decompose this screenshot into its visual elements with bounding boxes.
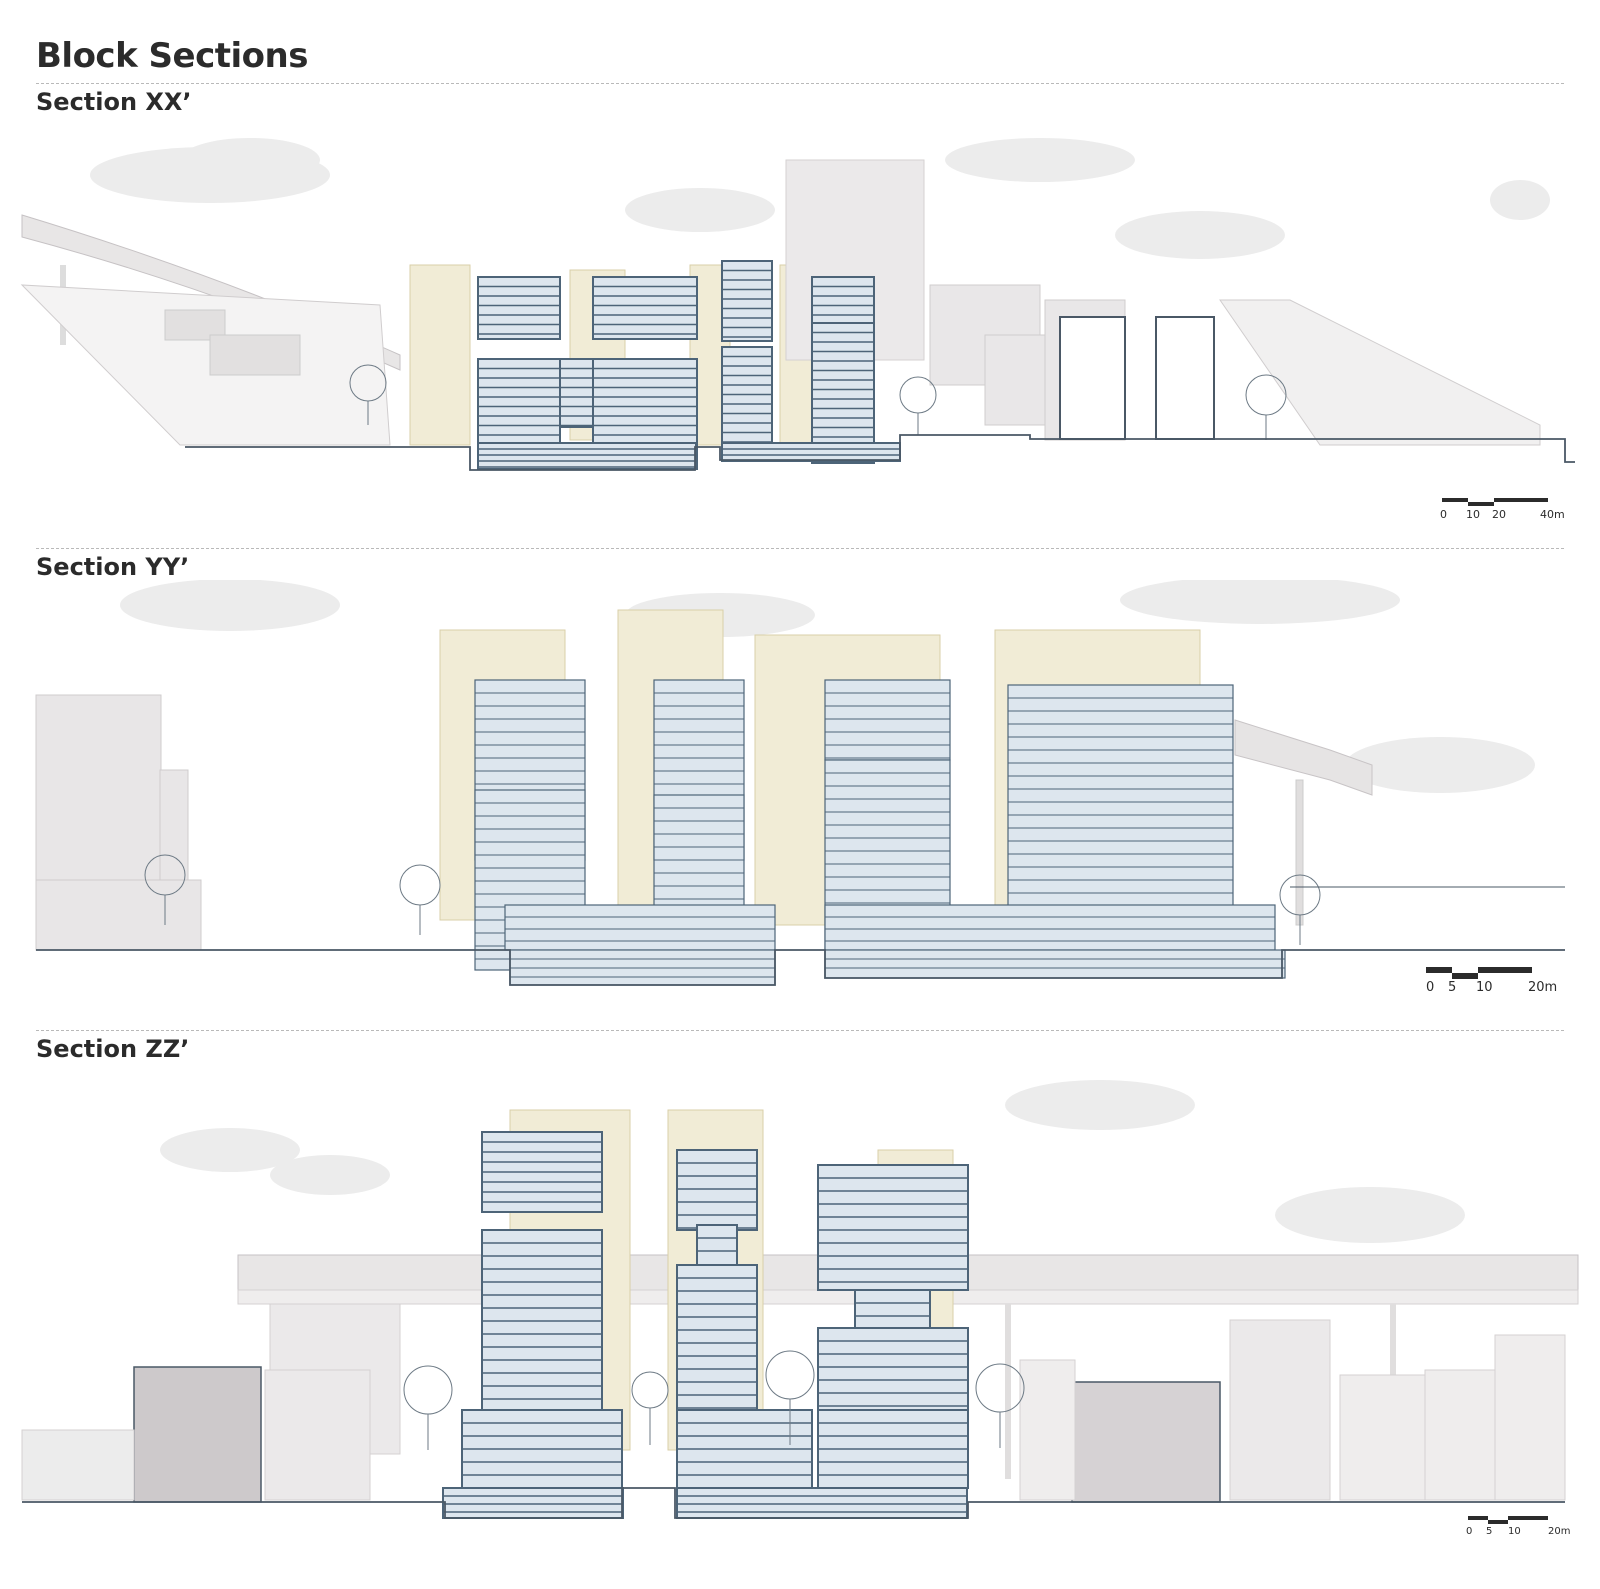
building-block <box>721 260 773 342</box>
context-buildings <box>929 284 1541 446</box>
section-yy-scale-bar: 0 5 10 20m <box>1426 964 1558 995</box>
context-buildings <box>35 694 202 951</box>
elevated-highway <box>20 214 401 446</box>
section-xx-title: Section XX’ <box>36 88 192 116</box>
building-block <box>676 1149 758 1231</box>
section-zz-blocks <box>442 1131 969 1519</box>
section-yy-blocks <box>474 679 1286 986</box>
trees <box>403 1350 1025 1450</box>
ground-line <box>22 1487 1565 1519</box>
ground-line <box>185 434 1575 471</box>
building-block <box>477 442 697 470</box>
scale-label: 0 <box>1426 980 1435 995</box>
building-block <box>811 322 875 464</box>
building-block <box>477 276 561 340</box>
building-block <box>824 904 1276 951</box>
section-yy-drawing <box>35 580 1565 986</box>
section-xx-scale-bar: 0 10 20 40m <box>1440 496 1565 522</box>
scale-label: 10 <box>1508 1526 1521 1537</box>
context-buildings <box>21 1366 371 1503</box>
building-block <box>811 276 875 324</box>
elevated-highway <box>1234 719 1373 926</box>
trees <box>349 364 1287 440</box>
section-xx-blocks <box>477 260 901 470</box>
clouds <box>160 1080 1465 1243</box>
scale-label: 5 <box>1486 1526 1493 1537</box>
divider <box>36 83 1564 84</box>
scale-label: 20m <box>1528 980 1558 995</box>
trees <box>144 854 1321 945</box>
scale-label: 0 <box>1440 508 1447 521</box>
building-block <box>504 904 776 951</box>
building-block <box>676 1487 968 1519</box>
section-zz-drawing <box>21 1080 1579 1519</box>
clouds <box>120 580 1535 793</box>
scale-label: 40m <box>1540 508 1565 521</box>
divider <box>36 548 1564 549</box>
building-block <box>824 679 951 761</box>
scale-label: 5 <box>1448 980 1457 995</box>
ground-line <box>36 949 1565 986</box>
section-yy-title: Section YY’ <box>36 553 190 581</box>
scale-label: 10 <box>1476 980 1493 995</box>
scale-label: 0 <box>1466 1526 1473 1537</box>
building-block <box>442 1487 624 1519</box>
section-zz-scale-bar: 0 5 10 20m <box>1466 1514 1571 1540</box>
volume-boxes <box>1059 316 1215 440</box>
building-block <box>824 949 1286 979</box>
building-block <box>721 346 773 458</box>
scale-label: 10 <box>1466 508 1480 521</box>
section-zz-title: Section ZZ’ <box>36 1035 190 1063</box>
divider <box>36 1030 1564 1031</box>
context-buildings <box>1019 1319 1566 1503</box>
scale-label: 20 <box>1492 508 1506 521</box>
clouds <box>90 138 1550 259</box>
page-title: Block Sections <box>36 36 308 76</box>
scale-label: 20m <box>1548 1526 1571 1537</box>
building-block <box>854 1289 931 1331</box>
section-xx-drawing <box>20 138 1575 471</box>
building-block <box>696 1224 738 1266</box>
building-block <box>721 442 901 462</box>
building-block <box>509 949 776 986</box>
building-block <box>817 1164 969 1291</box>
building-block <box>592 276 698 340</box>
